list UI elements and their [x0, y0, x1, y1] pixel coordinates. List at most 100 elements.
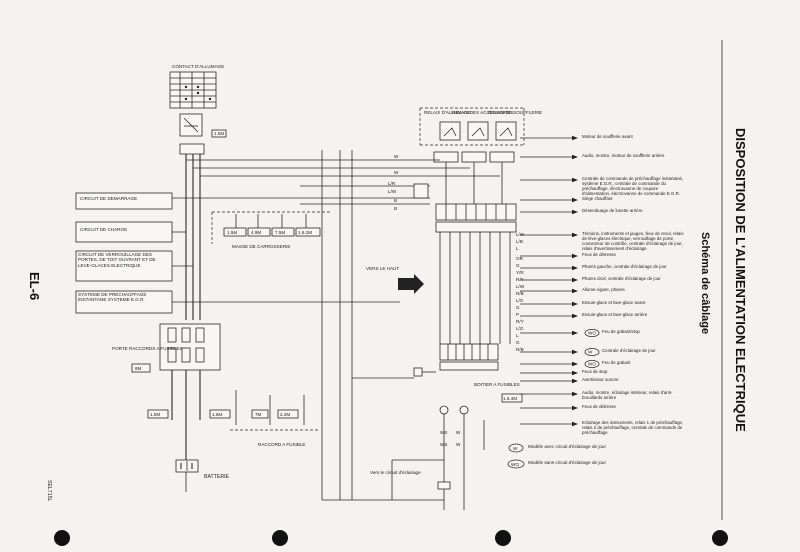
up-direction-label: VERS LE HAUT [366, 266, 399, 271]
relay-ignition [439, 121, 461, 141]
right-wiring: L/W L/B L OR G Y/R R/Y L/W R/B L/G G P R… [439, 232, 525, 352]
arrow-right-icon [572, 313, 578, 319]
circuit-preheating-wrap: SYSTEME DE PRECHAUFFAGE INSTANTANE SYSTE… [78, 292, 147, 303]
body-ground-label: MASSE DE CARROSSERIE [232, 244, 290, 249]
fuse-holder: PORTE RACCORDS A FUSIBLES 8M [112, 323, 221, 420]
right-item-marker [584, 328, 600, 337]
ignition-switch: CONTACT D'ALLUMAGE 1.5M [169, 64, 227, 155]
right-item-label: Désembuage de lunette arrière [582, 208, 643, 213]
body-ground-group: 1.5M 4.9M 7.5M 1.6.2M MASSE DE CARROSSER… [211, 211, 330, 249]
lower-fuse-box: BOITIER A FUSIBLES 1.6.4M [352, 343, 523, 403]
ignition-wires [185, 154, 400, 320]
right-item-label: Feux de stop [582, 369, 608, 374]
arrow-right-icon [572, 361, 578, 367]
right-wire-code: G [516, 305, 520, 310]
relay-wire-code-3: L/R [388, 181, 396, 186]
legend: W Modèle avec circuit d'éclairage de jou… [507, 443, 606, 469]
fuse-holder-label: PORTE RACCORDS A FUSIBLES [112, 346, 183, 351]
ground-code-1: 1.5M [227, 230, 237, 235]
relay-wire-code-2: W [394, 170, 399, 175]
arrow-right-icon [572, 265, 578, 271]
legend-symbol-wo [507, 459, 525, 469]
right-item-wrap: Centrale de commande de préchauffage ins… [582, 176, 684, 196]
right-wire-code: L/G [516, 298, 524, 303]
right-wire-code: G [516, 340, 520, 345]
circuit-starting-label: CIRCUIT DE DEMARRAGE [80, 196, 137, 201]
arrow-right-icon [572, 277, 578, 283]
fusible-code-3: 7M [255, 412, 262, 417]
section-code: EL-6 [27, 272, 42, 300]
relay-wires: W W L/R L/W B B [300, 154, 503, 211]
relay-wire-code-4: L/W [388, 189, 397, 194]
right-wire-code: L/B [516, 239, 523, 244]
circuit-door-locks-label: CIRCUIT DE VERROUILLAGE DES PORTES, DE T… [78, 252, 156, 268]
battery-label: BATTERIE [204, 474, 230, 480]
right-item-marker-code: W [588, 350, 593, 355]
fuse-box-code: 1.6.4M [503, 396, 517, 401]
main-title: DISPOSITION DE L'ALIMENTATION ELECTRIQUE [733, 128, 748, 432]
right-wire-code: L/W [516, 232, 525, 237]
circuit-box-charging [75, 221, 173, 243]
lower-fuse-strip [439, 343, 499, 361]
right-item-label: Allume-cigare, phares [582, 287, 625, 292]
right-item-label: Phares gauche, centrale d'éclairage de j… [582, 264, 667, 269]
arrow-right-icon [572, 391, 578, 397]
right-item-label: Audio, montre, moteur de soufflerie arri… [582, 153, 665, 158]
relay-label-accessory: RELAIS DES ACCESSOIRES [452, 110, 513, 115]
relay-wire-code-1: W [394, 154, 399, 159]
legend-symbol-w [508, 443, 524, 453]
right-wire-code: R/B [516, 347, 524, 352]
arrow-right-icon [572, 421, 578, 427]
ground-code-4: 1.6.2M [298, 230, 312, 235]
right-item-wrap: Témoins, instruments et jauges, feux de … [582, 231, 684, 251]
figure-code: SEL715L [46, 480, 52, 501]
punch-holes [54, 530, 728, 546]
right-item-wrap: Feu de gabarit/stop [602, 329, 640, 334]
right-item-label: Siège chauffant [582, 196, 613, 201]
relay-label-ignition: RELAIS D'ALLUMAGE [424, 110, 471, 115]
battery: BATTERIE [175, 420, 230, 492]
legend-text-w-wrap: Modèle avec circuit d'éclairage de jour [528, 444, 606, 449]
legend-text-wo-wrap: Modèle sans circuit d'éclairage de jour [528, 460, 606, 465]
right-item-wrap: Phares gauche, centrale d'éclairage de j… [582, 264, 667, 269]
arrow-right-icon [572, 301, 578, 307]
arrow-right-icon [572, 378, 578, 384]
right-item-label: Feux de détresse [582, 252, 616, 257]
relay-label-blower: RELAIS DE SOUFFLERIE [488, 110, 542, 115]
right-item-label: Feux de détresse [582, 404, 616, 409]
right-item-wrap: Eclairage des instruments, relais 1 de p… [582, 420, 683, 435]
fuse-8m-code: 8M [135, 366, 142, 371]
arrow-right-icon [572, 177, 578, 183]
right-item-wrap: Phares droit, centrale d'éclairage de jo… [582, 276, 661, 281]
right-item-label: Feu de gabarit/stop [602, 329, 640, 334]
punch-hole [54, 530, 70, 546]
right-item-label: Centrale de commande de préchauffage ins… [582, 176, 684, 196]
right-item-marker-code: WO [588, 331, 596, 336]
ignition-switch-label: CONTACT D'ALLUMAGE [172, 64, 224, 69]
fusible-link-label: RACCORD A FUSIBLE [258, 442, 305, 447]
right-wire-code: L [516, 333, 519, 338]
circuit-door-locks-wrap: CIRCUIT DE VERROUILLAGE DES PORTES, DE T… [78, 252, 156, 268]
right-item-wrap: Essuie-glace et lave-glace arrière [582, 312, 647, 317]
up-direction-marker: VERS LE HAUT [366, 266, 424, 294]
relay-accessory [467, 121, 489, 141]
subtitle: Schéma de câblage [699, 232, 711, 334]
right-item-wrap: Désembuage de lunette arrière [582, 208, 643, 213]
circuit-preheating-label: SYSTEME DE PRECHAUFFAGE INSTANTANE SYSTE… [78, 292, 147, 303]
right-item-label: Centrale d'éclairage de jour [602, 348, 656, 353]
arrow-right-icon [572, 135, 578, 141]
right-wire-code: R/Y [516, 319, 524, 324]
right-wire-code: Y/R [516, 270, 524, 275]
legend-text-wo: Modèle sans circuit d'éclairage de jour [528, 460, 606, 465]
ign-wire-code: 1.5M [214, 131, 224, 136]
legend-code-w: W [513, 446, 518, 451]
arrow-right-icon [572, 349, 578, 355]
fusible-code-1: 1.5M [150, 412, 160, 417]
fusible-code-4: 2.2M [280, 412, 290, 417]
right-wire-code: R/B [516, 291, 524, 296]
right-wire-code: L/W [516, 284, 525, 289]
right-wire-code: L/G [516, 326, 524, 331]
circuit-box-door-locks [75, 250, 173, 282]
right-item-label: Audio, montre, éclairage intérieur, rela… [582, 390, 673, 400]
circuit-charging-label: CIRCUIT DE CHARGE [80, 227, 127, 232]
